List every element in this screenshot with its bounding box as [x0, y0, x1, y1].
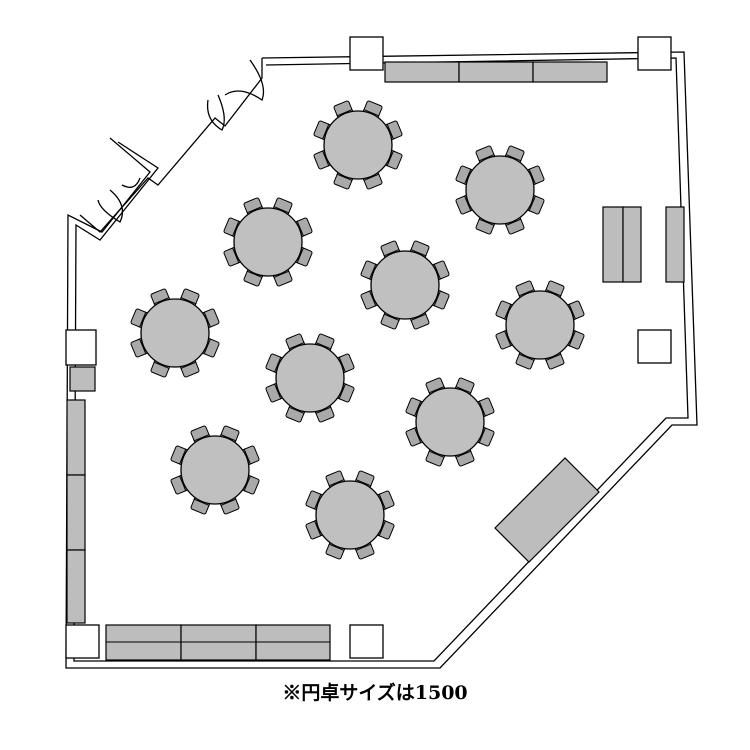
round-table-group [405, 377, 495, 467]
round-table [233, 207, 303, 277]
round-table-group [360, 240, 450, 330]
column-bottom-mid [349, 624, 384, 659]
column-right [637, 329, 672, 364]
column-bottom-left [65, 624, 100, 659]
counter-top-1 [384, 61, 460, 83]
stage-table [494, 457, 600, 563]
round-table-group [455, 145, 545, 235]
doors [97, 59, 265, 223]
column-top-left [349, 36, 384, 71]
round-table-group [130, 288, 220, 378]
table-size-note: ※円卓サイズは1500 [282, 682, 468, 704]
counter-top-2 [458, 61, 534, 83]
round-table-group [265, 333, 355, 423]
counter-left-1 [66, 399, 86, 476]
round-table [323, 110, 393, 180]
door-arc-4 [121, 177, 141, 188]
round-table-group [305, 470, 395, 560]
round-table-group [223, 197, 313, 287]
round-tables [130, 100, 585, 560]
column-top-right [637, 36, 672, 71]
round-table [465, 155, 535, 225]
round-table [505, 290, 575, 360]
entrance-wall [79, 58, 263, 233]
counter-right-3 [665, 206, 685, 283]
counter-left-small [69, 366, 96, 392]
column-left [65, 329, 97, 366]
counter-left-3 [66, 549, 86, 624]
counter-dividers [106, 207, 624, 643]
columns [65, 36, 672, 659]
counter-left-2 [66, 474, 86, 551]
round-table [275, 343, 345, 413]
door-arc-2 [206, 94, 225, 131]
round-table-group [495, 280, 585, 370]
round-table [415, 387, 485, 457]
counter-top-3 [532, 61, 608, 83]
counter-right-1 [602, 206, 624, 283]
round-table [140, 298, 210, 368]
door-arc-1 [224, 59, 265, 101]
round-table-group [170, 425, 260, 515]
round-table-group [313, 100, 403, 190]
counter-right-2 [622, 206, 642, 283]
round-table [180, 435, 250, 505]
door-arc-3 [97, 189, 124, 223]
round-table [315, 480, 385, 550]
round-table [370, 250, 440, 320]
